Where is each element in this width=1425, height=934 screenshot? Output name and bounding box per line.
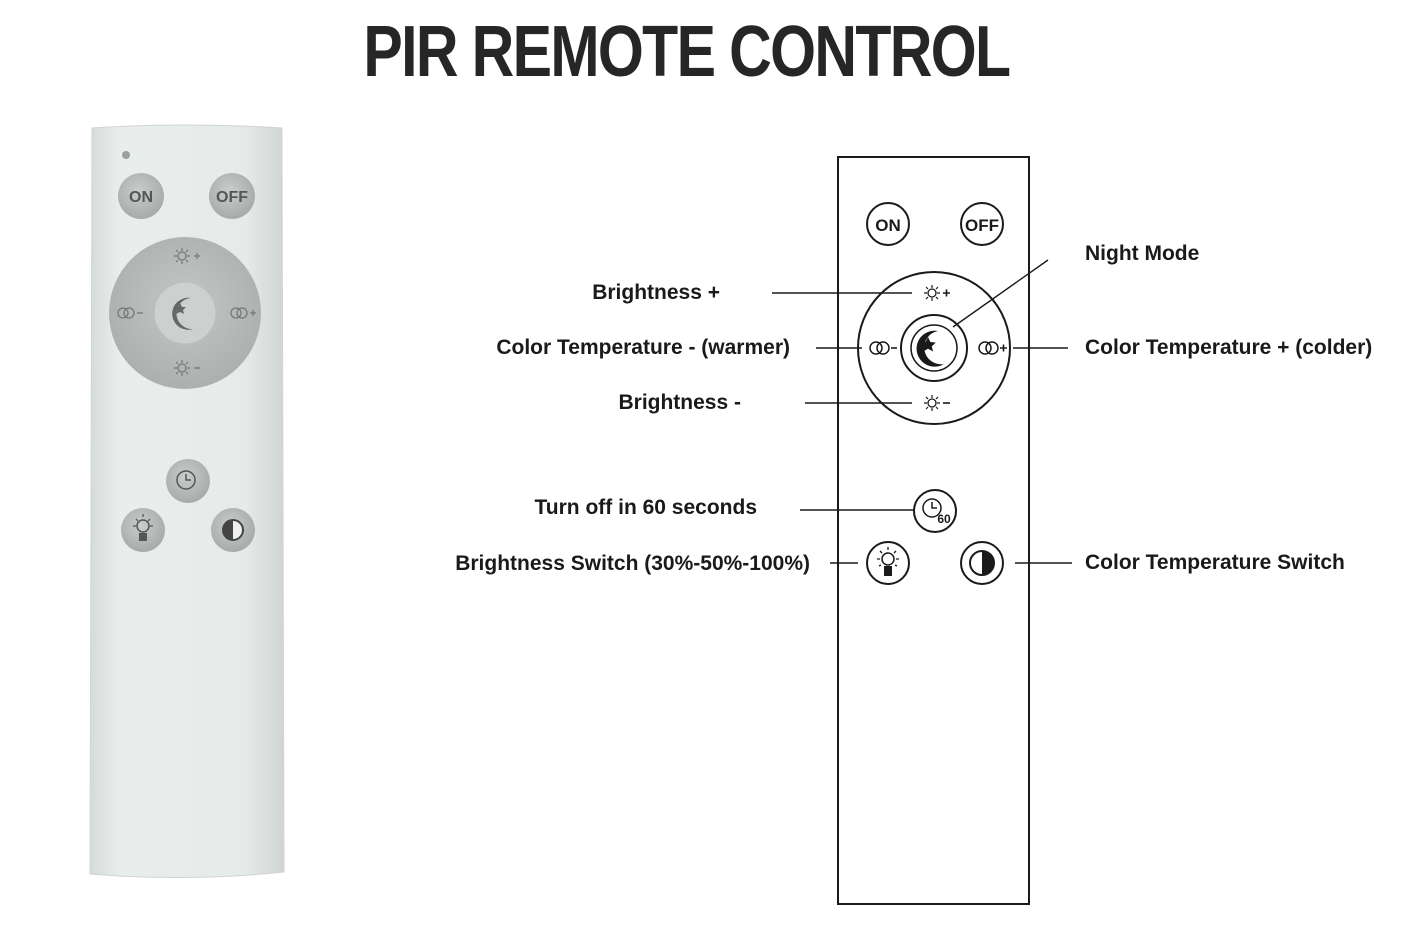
callout-turn-off-60: Turn off in 60 seconds (535, 496, 757, 519)
callout-color-temp-warmer: Color Temperature - (warmer) (496, 336, 790, 359)
diagram-off-label: OFF (965, 216, 999, 235)
page-title: PIR REMOTE CONTROL (363, 12, 1011, 92)
photo-color-temp-minus-icon[interactable] (117, 307, 143, 319)
photo-color-temp-switch-button[interactable] (211, 508, 255, 552)
diagram-dpad-ring (857, 271, 1011, 425)
diagram-timer-label: 60 (937, 512, 951, 526)
callout-color-temp-switch: Color Temperature Switch (1085, 551, 1345, 574)
callout-color-temp-colder: Color Temperature + (colder) (1085, 336, 1372, 359)
diagram-brightness-switch-button[interactable] (866, 541, 910, 585)
diagram-on-label: ON (875, 216, 901, 235)
photo-off-label: OFF (216, 189, 248, 206)
diagram-off-button[interactable]: OFF (960, 202, 1004, 246)
callout-brightness-switch: Brightness Switch (30%-50%-100%) (455, 552, 810, 575)
diagram-on-button[interactable]: ON (866, 202, 910, 246)
photo-on-label: ON (129, 189, 153, 206)
photo-night-mode-icon[interactable] (172, 297, 193, 330)
photo-brightness-switch-button[interactable] (121, 508, 165, 552)
callout-night-mode: Night Mode (1085, 242, 1199, 265)
photo-color-temp-plus-icon[interactable] (230, 307, 256, 319)
remote-outline (837, 156, 1030, 905)
callout-brightness-minus: Brightness - (618, 391, 741, 414)
diagram-color-temp-minus-icon[interactable] (869, 341, 897, 355)
diagram-timer-button[interactable]: 60 (913, 489, 957, 533)
diagram-brightness-minus-icon[interactable] (924, 395, 950, 411)
callout-leaders (772, 259, 1072, 564)
diagram-color-temp-plus-icon[interactable] (978, 341, 1007, 355)
callout-brightness-plus: Brightness + (592, 281, 720, 304)
indicator-led (122, 151, 130, 159)
photo-off-button[interactable]: OFF (209, 173, 255, 219)
photo-on-button[interactable]: ON (118, 173, 164, 219)
remote-photo: ON OFF (89, 124, 285, 879)
photo-brightness-minus-icon[interactable] (174, 360, 200, 376)
photo-dpad-ring (109, 237, 261, 389)
diagram-brightness-plus-icon[interactable] (924, 285, 950, 301)
photo-timer-button[interactable] (166, 459, 210, 503)
diagram-color-temp-switch-button[interactable] (960, 541, 1004, 585)
photo-brightness-plus-icon[interactable] (174, 248, 200, 264)
diagram-night-mode-icon[interactable] (910, 324, 958, 372)
leader-night-mode (952, 259, 1049, 328)
